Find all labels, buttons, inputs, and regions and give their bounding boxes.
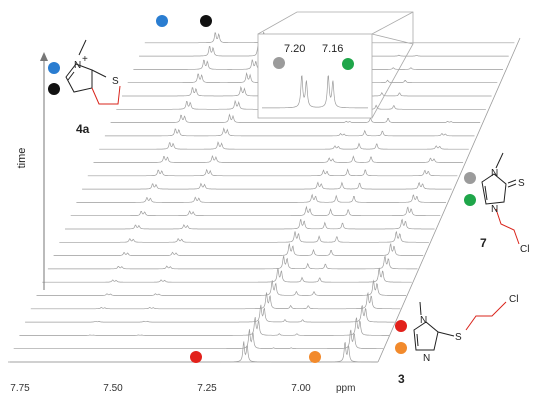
atom-label: Cl — [520, 244, 529, 255]
x-tick-label: 7.50 — [103, 383, 123, 394]
structure-3: N N S Cl 3 — [395, 294, 518, 386]
inset-spectrum — [262, 75, 368, 109]
structure-7: N S N Cl 7 — [464, 152, 529, 255]
spectrum-trace — [25, 304, 395, 323]
spectrum-trace — [82, 181, 452, 190]
marker-green-inset — [342, 58, 354, 70]
structure-4a: N + S 4a — [48, 39, 121, 136]
marker-gray-7 — [464, 172, 476, 184]
inset-box — [257, 33, 373, 119]
stack-edge-line — [377, 37, 521, 363]
time-arrow-head — [40, 52, 48, 61]
atom-label: N — [491, 204, 498, 215]
compound-label-7: 7 — [480, 236, 487, 250]
marker-orange-3 — [395, 342, 407, 354]
time-axis: time — [16, 52, 48, 290]
spectrum-trace — [13, 329, 384, 350]
spectrum-trace — [76, 193, 446, 203]
marker-green-7 — [464, 194, 476, 206]
x-tick-label: 7.75 — [10, 383, 30, 394]
spectrum-trace — [99, 141, 469, 150]
compound-label-3: 3 — [398, 372, 405, 386]
inset-box-depth-edge — [371, 33, 414, 45]
atom-label: N — [74, 60, 81, 71]
atom-label: N — [423, 353, 430, 364]
marker-black-4a — [48, 83, 60, 95]
marker-blue-4a — [48, 62, 60, 74]
atom-label: + — [82, 54, 88, 65]
spectrum-trace — [53, 242, 424, 256]
atom-label: S — [518, 178, 525, 189]
spectrum-trace — [59, 230, 429, 243]
marker-black — [200, 15, 212, 27]
spectrum-trace — [104, 127, 475, 137]
spectrum-trace — [87, 168, 458, 177]
marker-red — [190, 351, 202, 363]
spectrum-trace — [93, 155, 464, 163]
atom-label: N — [491, 168, 498, 179]
x-axis-unit-label: ppm — [336, 383, 355, 394]
spectrum-trace — [19, 316, 389, 336]
inset-peak-label: 7.20 — [284, 43, 305, 55]
x-ticks: 7.75 7.50 7.25 7.00 ppm — [10, 383, 355, 394]
spectrum-trace — [47, 255, 418, 270]
inset-box-depth-edge — [371, 11, 414, 35]
compound-label-4a: 4a — [76, 122, 90, 136]
x-tick-label: 7.00 — [291, 383, 311, 394]
atom-label: N — [420, 315, 427, 326]
marker-blue — [156, 15, 168, 27]
marker-gray-inset — [273, 57, 285, 69]
inset-zoom: 7.20 7.16 — [257, 11, 414, 119]
spectrum-trace — [110, 113, 481, 123]
peak-markers — [156, 15, 321, 363]
spectrum-trace — [30, 291, 401, 310]
spectrum-trace — [42, 267, 412, 283]
atom-label: S — [112, 76, 119, 87]
time-axis-label: time — [16, 148, 28, 169]
x-tick-label: 7.25 — [197, 383, 217, 394]
atom-label: Cl — [509, 294, 518, 305]
atom-label: S — [455, 332, 462, 343]
spectrum-trace — [70, 205, 441, 217]
marker-red-3 — [395, 320, 407, 332]
spectrum-trace — [36, 279, 407, 296]
inset-peak-label: 7.16 — [322, 43, 343, 55]
marker-orange — [309, 351, 321, 363]
spectra-stack — [8, 31, 515, 363]
spectrum-trace — [65, 218, 435, 230]
